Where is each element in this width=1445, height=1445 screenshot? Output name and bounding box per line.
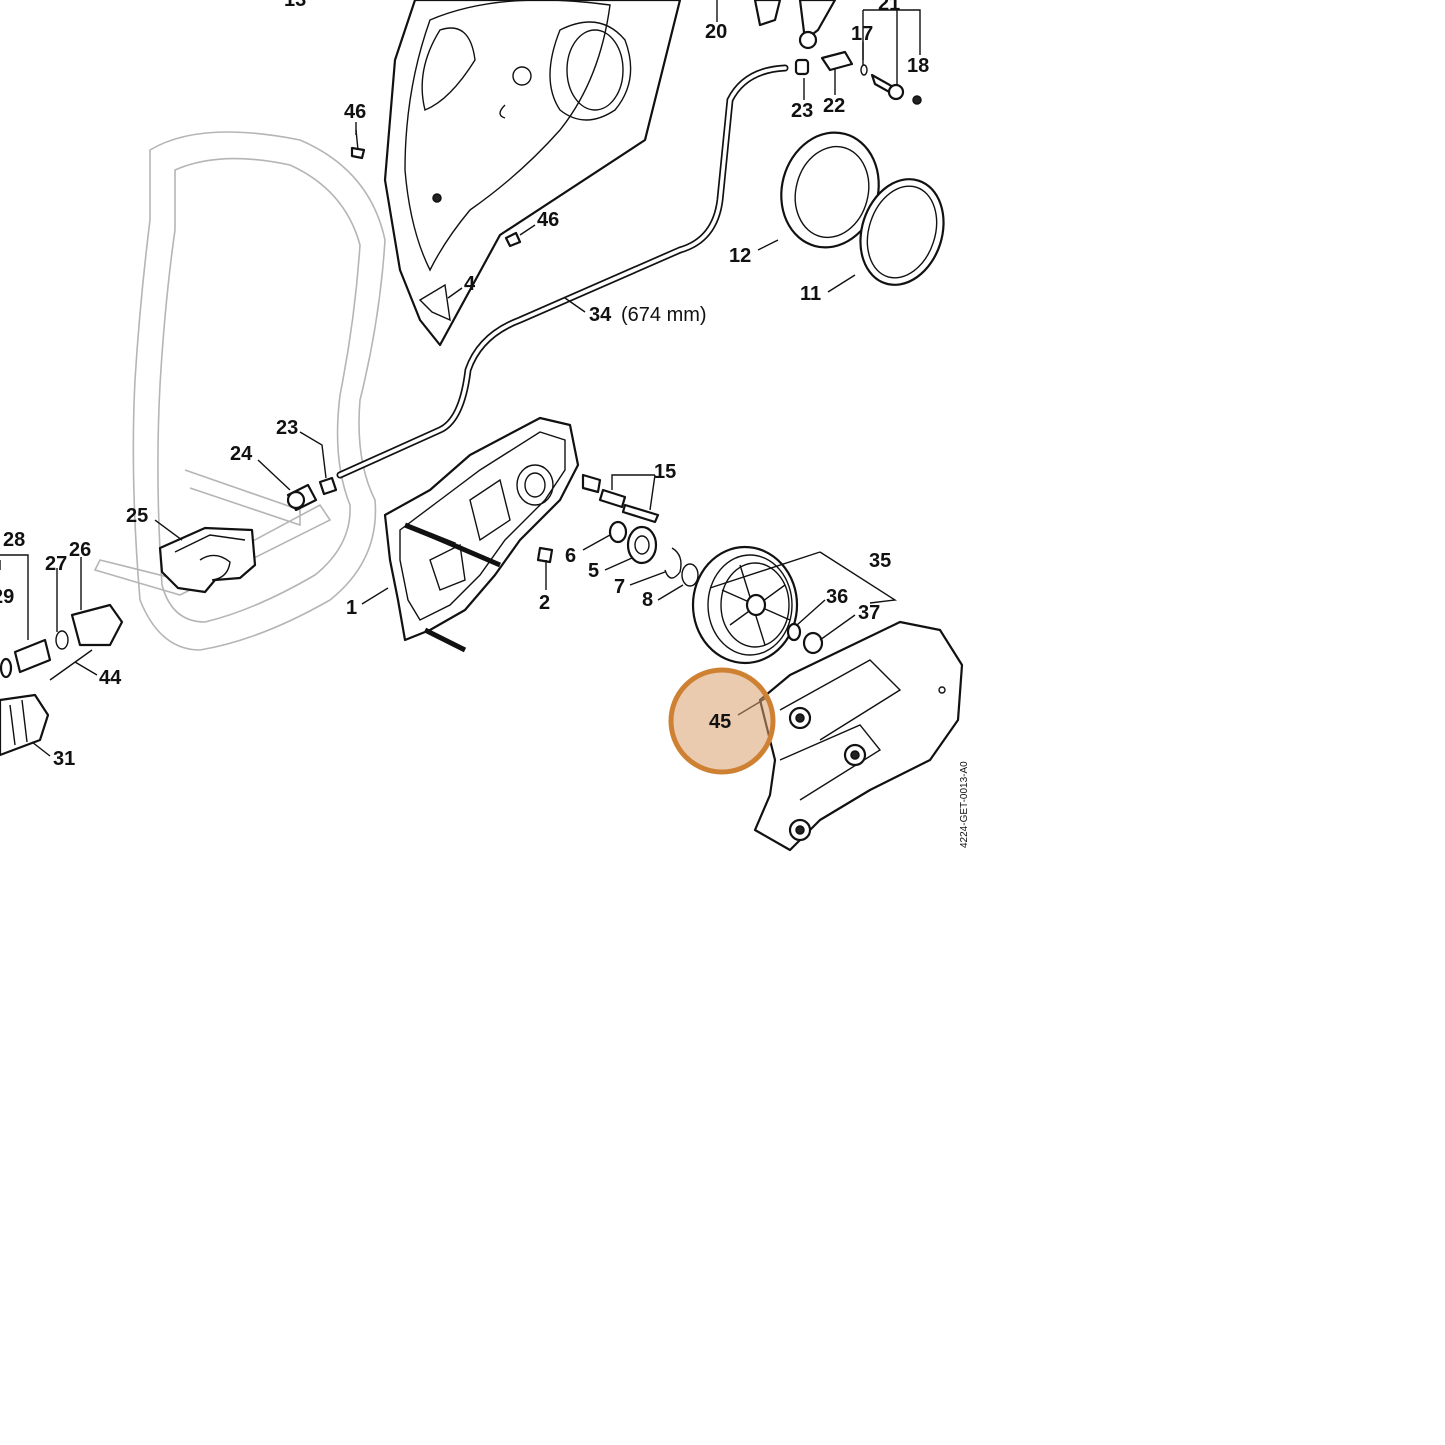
- handle-bar: [93, 131, 386, 651]
- label-11: 11: [800, 283, 821, 305]
- label-34: 34: [589, 304, 612, 326]
- label-23-top: 23: [791, 100, 813, 122]
- label-1: 1: [346, 597, 357, 619]
- label-27: 27: [45, 553, 67, 575]
- label-24: 24: [230, 443, 253, 465]
- label-34-length: (674 mm): [621, 304, 707, 326]
- label-8: 8: [642, 589, 653, 611]
- small-parts-center: [536, 473, 699, 587]
- label-28: 28: [3, 529, 25, 551]
- label-21: 21: [878, 0, 900, 15]
- label-22: 22: [823, 95, 845, 117]
- label-6: 6: [565, 545, 576, 567]
- tube-34: [336, 64, 789, 479]
- label-23-mid: 23: [276, 417, 298, 439]
- label-7: 7: [614, 576, 625, 598]
- pulley-35: [691, 545, 824, 665]
- label-5: 5: [588, 560, 599, 582]
- label-2: 2: [539, 592, 550, 614]
- label-29: 29: [0, 586, 14, 608]
- label-25: 25: [126, 505, 148, 527]
- label-36: 36: [826, 586, 848, 608]
- part-labels: 13 20 21 17 18 23 22 46 46 12 11 4 34 (6…: [0, 0, 970, 848]
- top-cover: [383, 0, 682, 347]
- label-17: 17: [851, 23, 873, 45]
- label-37: 37: [858, 602, 880, 624]
- label-45: 45: [709, 711, 731, 733]
- drawing-code: 4224-GET-0013-A0: [959, 761, 970, 848]
- label-31: 31: [53, 748, 75, 770]
- label-15: 15: [654, 461, 676, 483]
- label-12: 12: [729, 245, 751, 267]
- label-26: 26: [69, 539, 91, 561]
- belt-guard: [753, 620, 964, 852]
- label-35: 35: [869, 550, 891, 572]
- label-20: 20: [705, 21, 727, 43]
- ring-12: [780, 131, 880, 249]
- ring-11: [859, 178, 945, 286]
- nozzle-24: [286, 476, 338, 512]
- label-44: 44: [99, 667, 122, 689]
- label-4: 4: [464, 273, 476, 295]
- label-18: 18: [907, 55, 929, 77]
- left-parts: [0, 603, 124, 757]
- label-46-upper: 46: [344, 101, 366, 123]
- highlight-circle: [668, 667, 776, 775]
- label-46-lower: 46: [537, 209, 559, 231]
- carrier-1: [383, 416, 580, 653]
- bracket-25: [158, 526, 257, 594]
- fittings-top-right: [753, 0, 922, 105]
- label-13: 13: [284, 0, 306, 11]
